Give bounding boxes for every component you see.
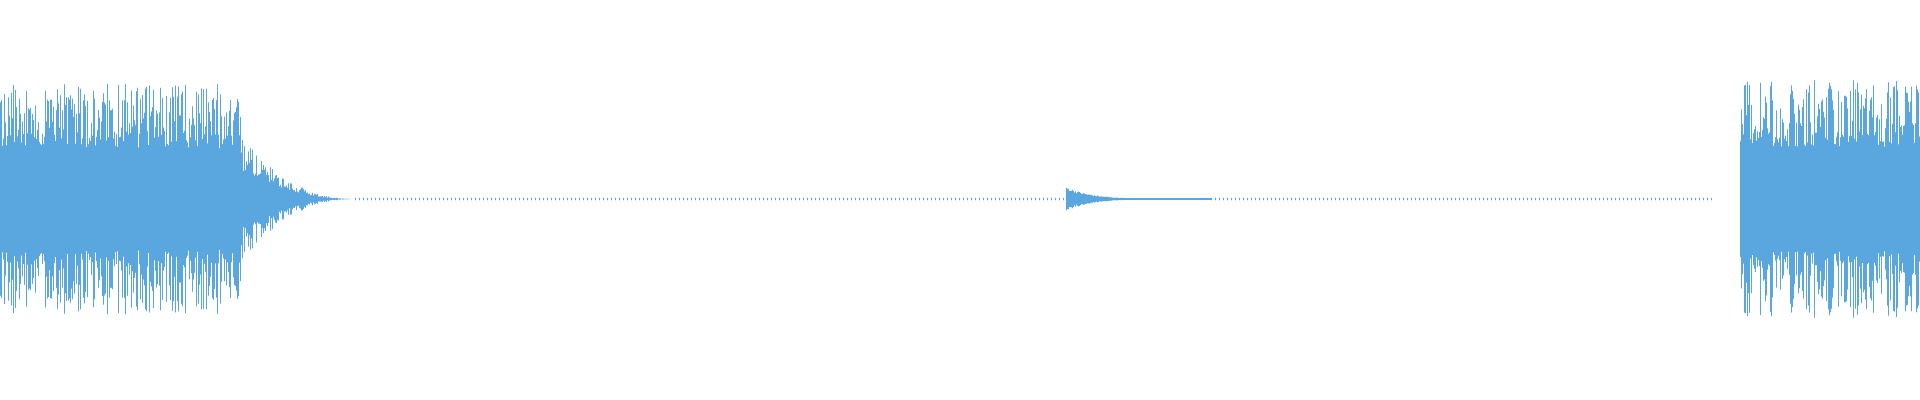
waveform-view — [0, 80, 1920, 318]
waveform-canvas — [0, 80, 1920, 318]
